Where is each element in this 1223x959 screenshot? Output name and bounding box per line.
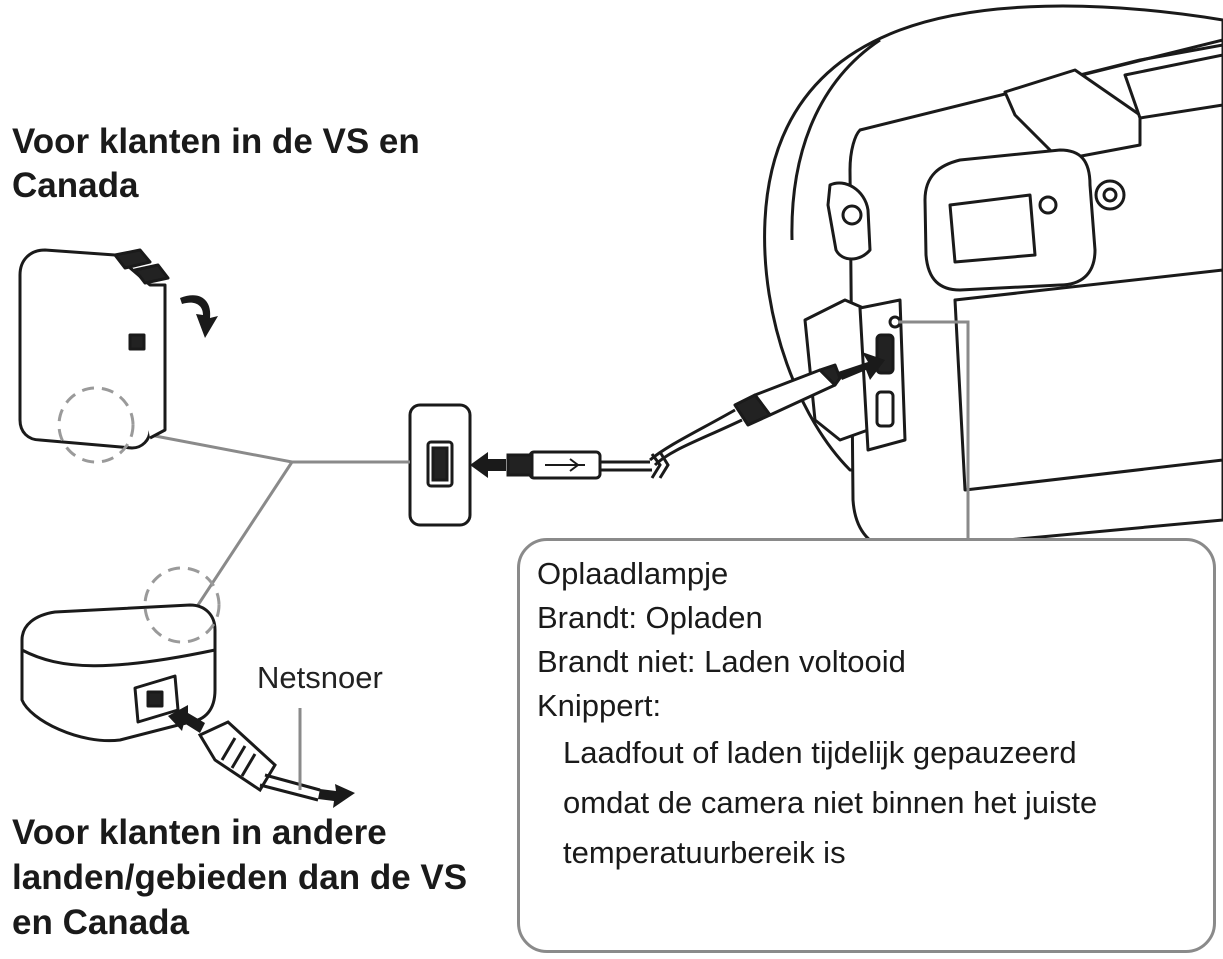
power-plug [197, 720, 321, 802]
callout-blinking: Knippert: [537, 688, 662, 723]
dashed-circle-other [143, 566, 221, 644]
adapter-us-body [18, 248, 152, 450]
micro-plug-strain-relief [733, 393, 772, 427]
arrow-icon [318, 784, 355, 808]
camera-eyepiece [948, 193, 1037, 264]
heading-us-line-1: Voor klanten in de VS en [12, 122, 420, 161]
callout-blinking-detail-1: Laadfout of laden tijdelijk gepauzeerd [563, 735, 1077, 770]
connection-line-us [149, 433, 410, 464]
charge-lamp-callout-text: Oplaadlampje Brandt: Opladen Brandt niet… [537, 552, 1097, 878]
heading-us-line-2: Canada [12, 166, 139, 205]
dashed-circle-us [57, 386, 135, 464]
heading-us-canada: Voor klanten in de VS en Canada [12, 120, 420, 208]
heading-other-regions: Voor klanten in andere landen/gebieden d… [12, 810, 467, 945]
heading-other-line-2: landen/gebieden dan de VS [12, 858, 468, 897]
camera-body [763, 4, 1223, 552]
callout-blinking-detail-2: omdat de camera niet binnen het juiste [563, 785, 1098, 820]
usb-logo [545, 458, 585, 472]
callout-blinking-detail-3: temperatuurbereik is [563, 835, 846, 870]
callout-on: Brandt: Opladen [537, 600, 763, 635]
usb-cable-line [653, 418, 743, 467]
dashed-highlight-circles [57, 386, 221, 644]
usb-cable-line-2 [649, 408, 736, 462]
cable-break [650, 453, 662, 479]
power-cord-line-2 [259, 783, 319, 802]
adapter-other-edge [21, 648, 216, 668]
usb-cable [600, 451, 670, 479]
arrow-icon [470, 452, 506, 478]
leader-line [898, 320, 970, 538]
micro-plug-tip [818, 363, 842, 387]
arrow-icon [838, 352, 885, 380]
usb-ac-adapter-us [18, 248, 170, 450]
usb-ac-adapter-other [20, 603, 217, 743]
camera-dial [1123, 53, 1223, 120]
callout-title: Oplaadlampje [537, 556, 729, 591]
adapter-us-prong-3 [128, 333, 146, 351]
camera-button-inner [1102, 187, 1118, 203]
camera-strap-hole [841, 204, 863, 226]
arrow-icon [168, 705, 205, 733]
camera-sensor-dot [1038, 195, 1058, 215]
adapter-us-prong-2 [133, 263, 170, 285]
power-cord-label: Netsnoer [257, 660, 383, 695]
callout-off: Brandt niet: Laden voltooid [537, 644, 906, 679]
power-cord-line [264, 773, 321, 792]
heading-other-line-3: en Canada [12, 903, 189, 942]
adapter-other-socket-pin [146, 690, 164, 708]
cable-break-2 [658, 451, 670, 479]
camera-hotshoe [1003, 68, 1142, 162]
camera-hdmi-port [875, 390, 895, 428]
camera-screen [953, 268, 1223, 492]
usb-a-plug [506, 450, 602, 480]
rotate-arrow-icon [180, 295, 218, 338]
usb-a-plug-metal [506, 453, 534, 477]
charge-lamp-callout [517, 538, 1216, 953]
usb-port-tongue [431, 446, 449, 482]
usb-port [408, 403, 472, 527]
usb-micro-plug [649, 363, 842, 467]
adapter-us-prong [113, 248, 152, 270]
heading-other-line-1: Voor klanten in andere [12, 813, 387, 852]
power-plug-grip [220, 737, 257, 777]
camera-lens-ring [790, 38, 881, 241]
